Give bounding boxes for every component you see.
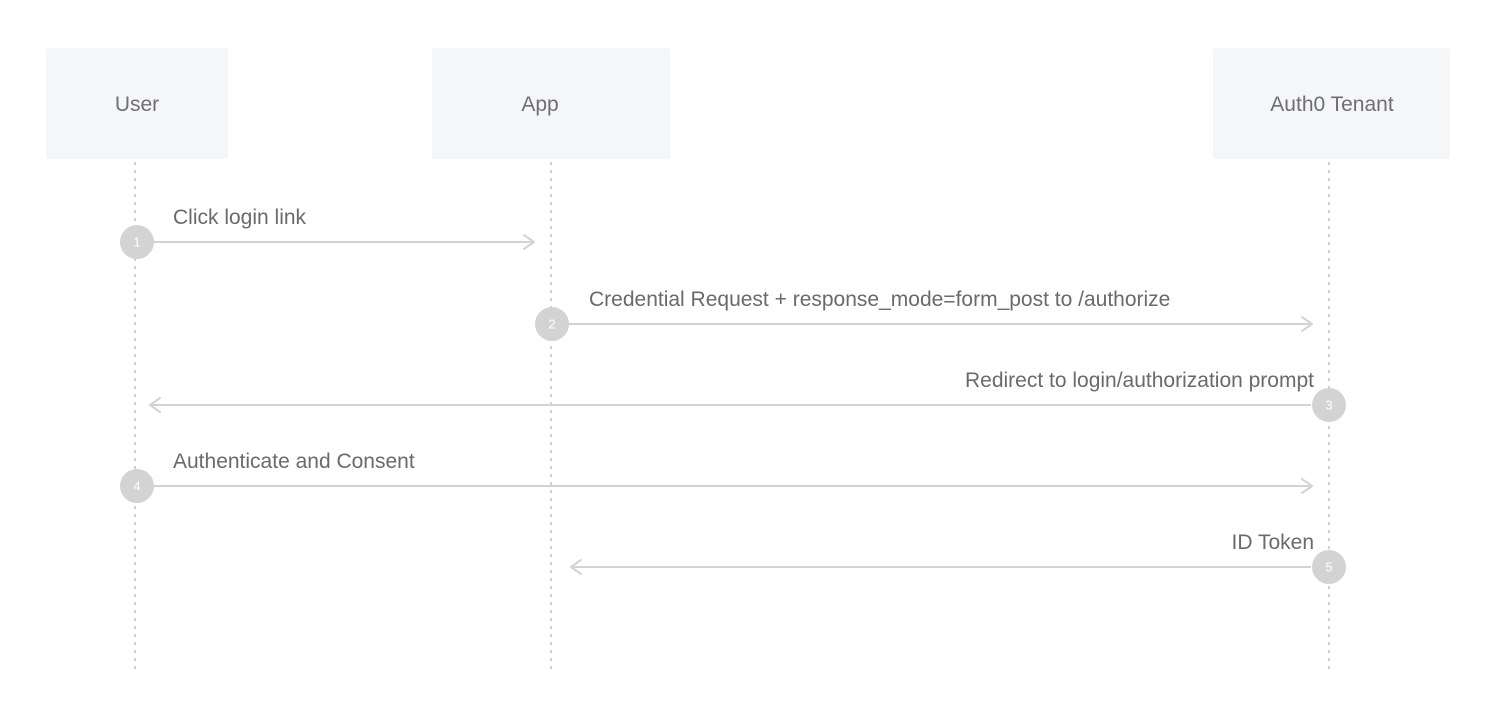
step-badge <box>1312 388 1346 422</box>
message-label: Redirect to login/authorization prompt <box>965 369 1314 392</box>
participant-label: User <box>115 93 159 116</box>
arrow-right-icon <box>1301 316 1313 332</box>
participant-user: User <box>46 48 228 159</box>
participant-tenant: Auth0 Tenant <box>1213 48 1450 159</box>
participant-label: Auth0 Tenant <box>1270 93 1394 116</box>
arrow-left-icon <box>570 559 582 575</box>
step-number: 2 <box>548 317 555 332</box>
participant-box <box>1213 48 1450 159</box>
message-label: Authenticate and Consent <box>173 450 415 473</box>
step-badge <box>1312 550 1346 584</box>
message-1: Click login link 1 <box>120 206 535 259</box>
arrow-right-icon <box>523 234 535 250</box>
arrow-right-icon <box>1301 478 1313 494</box>
participant-app: App <box>432 48 670 159</box>
step-number: 3 <box>1325 398 1332 413</box>
step-number: 1 <box>133 235 140 250</box>
message-3: Redirect to login/authorization prompt 3 <box>149 369 1346 422</box>
message-4: Authenticate and Consent 4 <box>120 450 1313 503</box>
step-number: 4 <box>133 479 140 494</box>
arrow-left-icon <box>149 397 161 413</box>
participant-box <box>432 48 670 159</box>
message-label: ID Token <box>1232 531 1315 554</box>
step-badge <box>120 469 154 503</box>
message-label: Click login link <box>173 206 307 229</box>
participant-label: App <box>521 93 558 116</box>
message-5: ID Token 5 <box>570 531 1346 584</box>
step-number: 5 <box>1325 560 1332 575</box>
message-2: Credential Request + response_mode=form_… <box>535 288 1313 341</box>
participant-box <box>46 48 228 159</box>
message-label: Credential Request + response_mode=form_… <box>589 288 1170 311</box>
step-badge <box>535 307 569 341</box>
step-badge <box>120 225 154 259</box>
